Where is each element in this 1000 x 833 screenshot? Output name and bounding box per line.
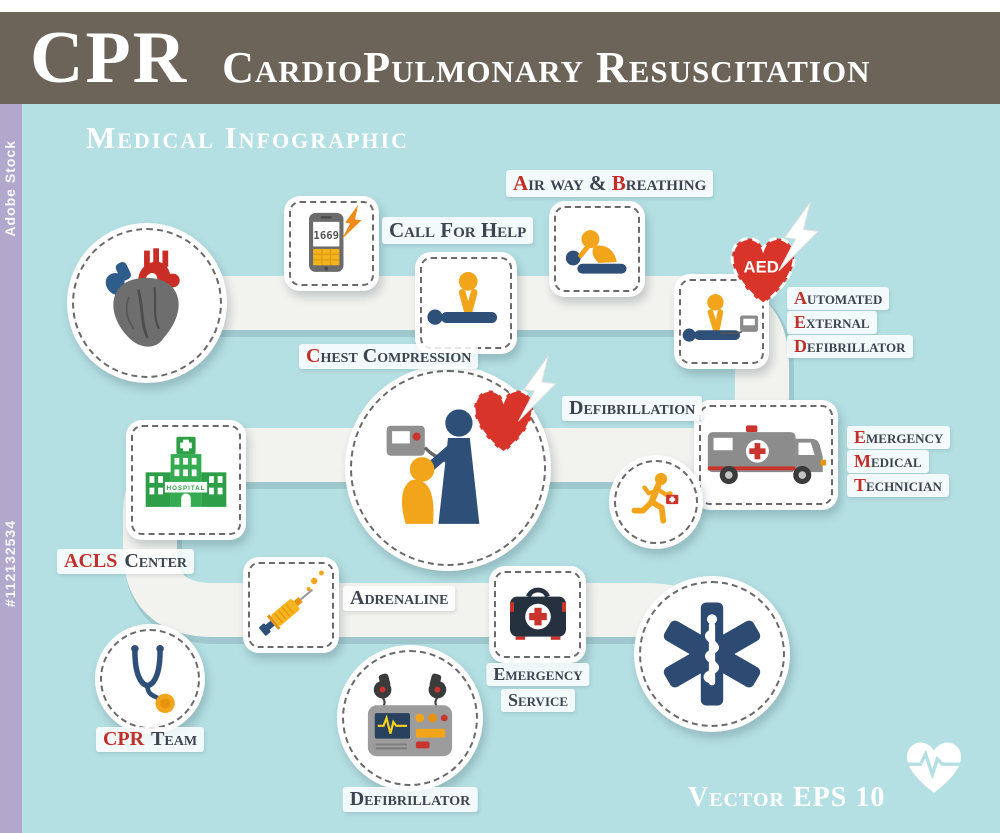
airway-breathing-card <box>549 201 645 297</box>
dashed-border <box>699 405 833 505</box>
anatomical-heart-badge <box>67 223 227 383</box>
page-title: CPR <box>30 17 189 99</box>
aed-card <box>674 274 769 369</box>
dashed-border <box>420 257 512 349</box>
heartbeat-heart-icon <box>906 742 962 793</box>
defibrillator-badge <box>337 645 483 791</box>
ambulance-card <box>694 400 838 510</box>
label-aed-defibrillator: Defibrillator <box>787 335 913 358</box>
rescue-breathing-icon <box>565 230 627 274</box>
lightning-bolt-icon <box>518 355 557 422</box>
dashed-border <box>248 562 334 648</box>
first-aid-kit-icon <box>509 587 566 640</box>
hospital-icon: HOSPITAL <box>145 436 227 507</box>
paramedic-badge <box>609 455 703 549</box>
call-for-help-card: 1669 <box>284 196 379 291</box>
header-bar: CPR CardioPulmonary Resuscitation <box>0 12 1000 104</box>
watermark-strip <box>0 104 22 833</box>
dashed-border <box>100 629 200 729</box>
label-emt-medical: Medical <box>847 450 929 473</box>
tagline: Medical Infographic <box>86 120 409 155</box>
label-adrenaline: Adrenaline <box>343 586 456 611</box>
label-defibrillator: Defibrillator <box>342 787 478 812</box>
dashed-border <box>342 650 478 786</box>
shock-heart-icon <box>472 355 557 455</box>
dashed-border <box>639 581 785 727</box>
chest-compression-card <box>415 252 517 354</box>
label-service: Service <box>500 689 576 712</box>
emergency-service-card <box>489 566 586 663</box>
label-emt-technician: Technician <box>847 474 949 497</box>
hospital-sign-text: HOSPITAL <box>167 485 206 492</box>
hospital-card: HOSPITAL <box>126 420 246 540</box>
cpr-team-badge <box>95 624 205 734</box>
label-emergency: Emergency <box>486 663 590 686</box>
label-defibrillation: Defibrillation <box>562 396 703 421</box>
vector-eps-label: Vector EPS 10 <box>688 782 886 813</box>
ambulance-icon <box>707 425 827 485</box>
lightning-bolt-icon <box>778 201 820 272</box>
label-aed-external: External <box>787 311 877 334</box>
dashed-border <box>289 201 374 286</box>
dashed-border <box>614 460 698 544</box>
dashed-border <box>350 370 546 566</box>
aed-heart-icon: AED <box>730 201 820 307</box>
label-airway-breathing: Air way & Breathing <box>506 170 714 197</box>
lightning-bolt-icon <box>341 204 362 239</box>
star-of-life-badge <box>634 576 790 732</box>
dashed-border <box>72 228 222 378</box>
label-chest-compression: Chest Compression <box>299 344 479 369</box>
syringe-icon <box>259 570 324 636</box>
label-emt-emergency: Emergency <box>847 426 951 449</box>
dashed-border <box>679 279 764 364</box>
aed-use-icon <box>682 293 758 342</box>
dashed-border <box>554 206 640 292</box>
dashed-border <box>131 425 241 535</box>
page-subtitle: CardioPulmonary Resuscitation <box>222 43 871 92</box>
label-aed-automated: Automated <box>787 287 890 310</box>
aed-text: AED <box>744 258 779 277</box>
chest-compression-icon <box>426 271 497 325</box>
adrenaline-card <box>243 557 339 653</box>
emergency-phone-icon: 1669 <box>308 204 362 272</box>
dashed-border <box>494 571 581 658</box>
phone-number-text: 1669 <box>313 229 339 242</box>
label-call-for-help: Call For Help <box>382 217 534 244</box>
